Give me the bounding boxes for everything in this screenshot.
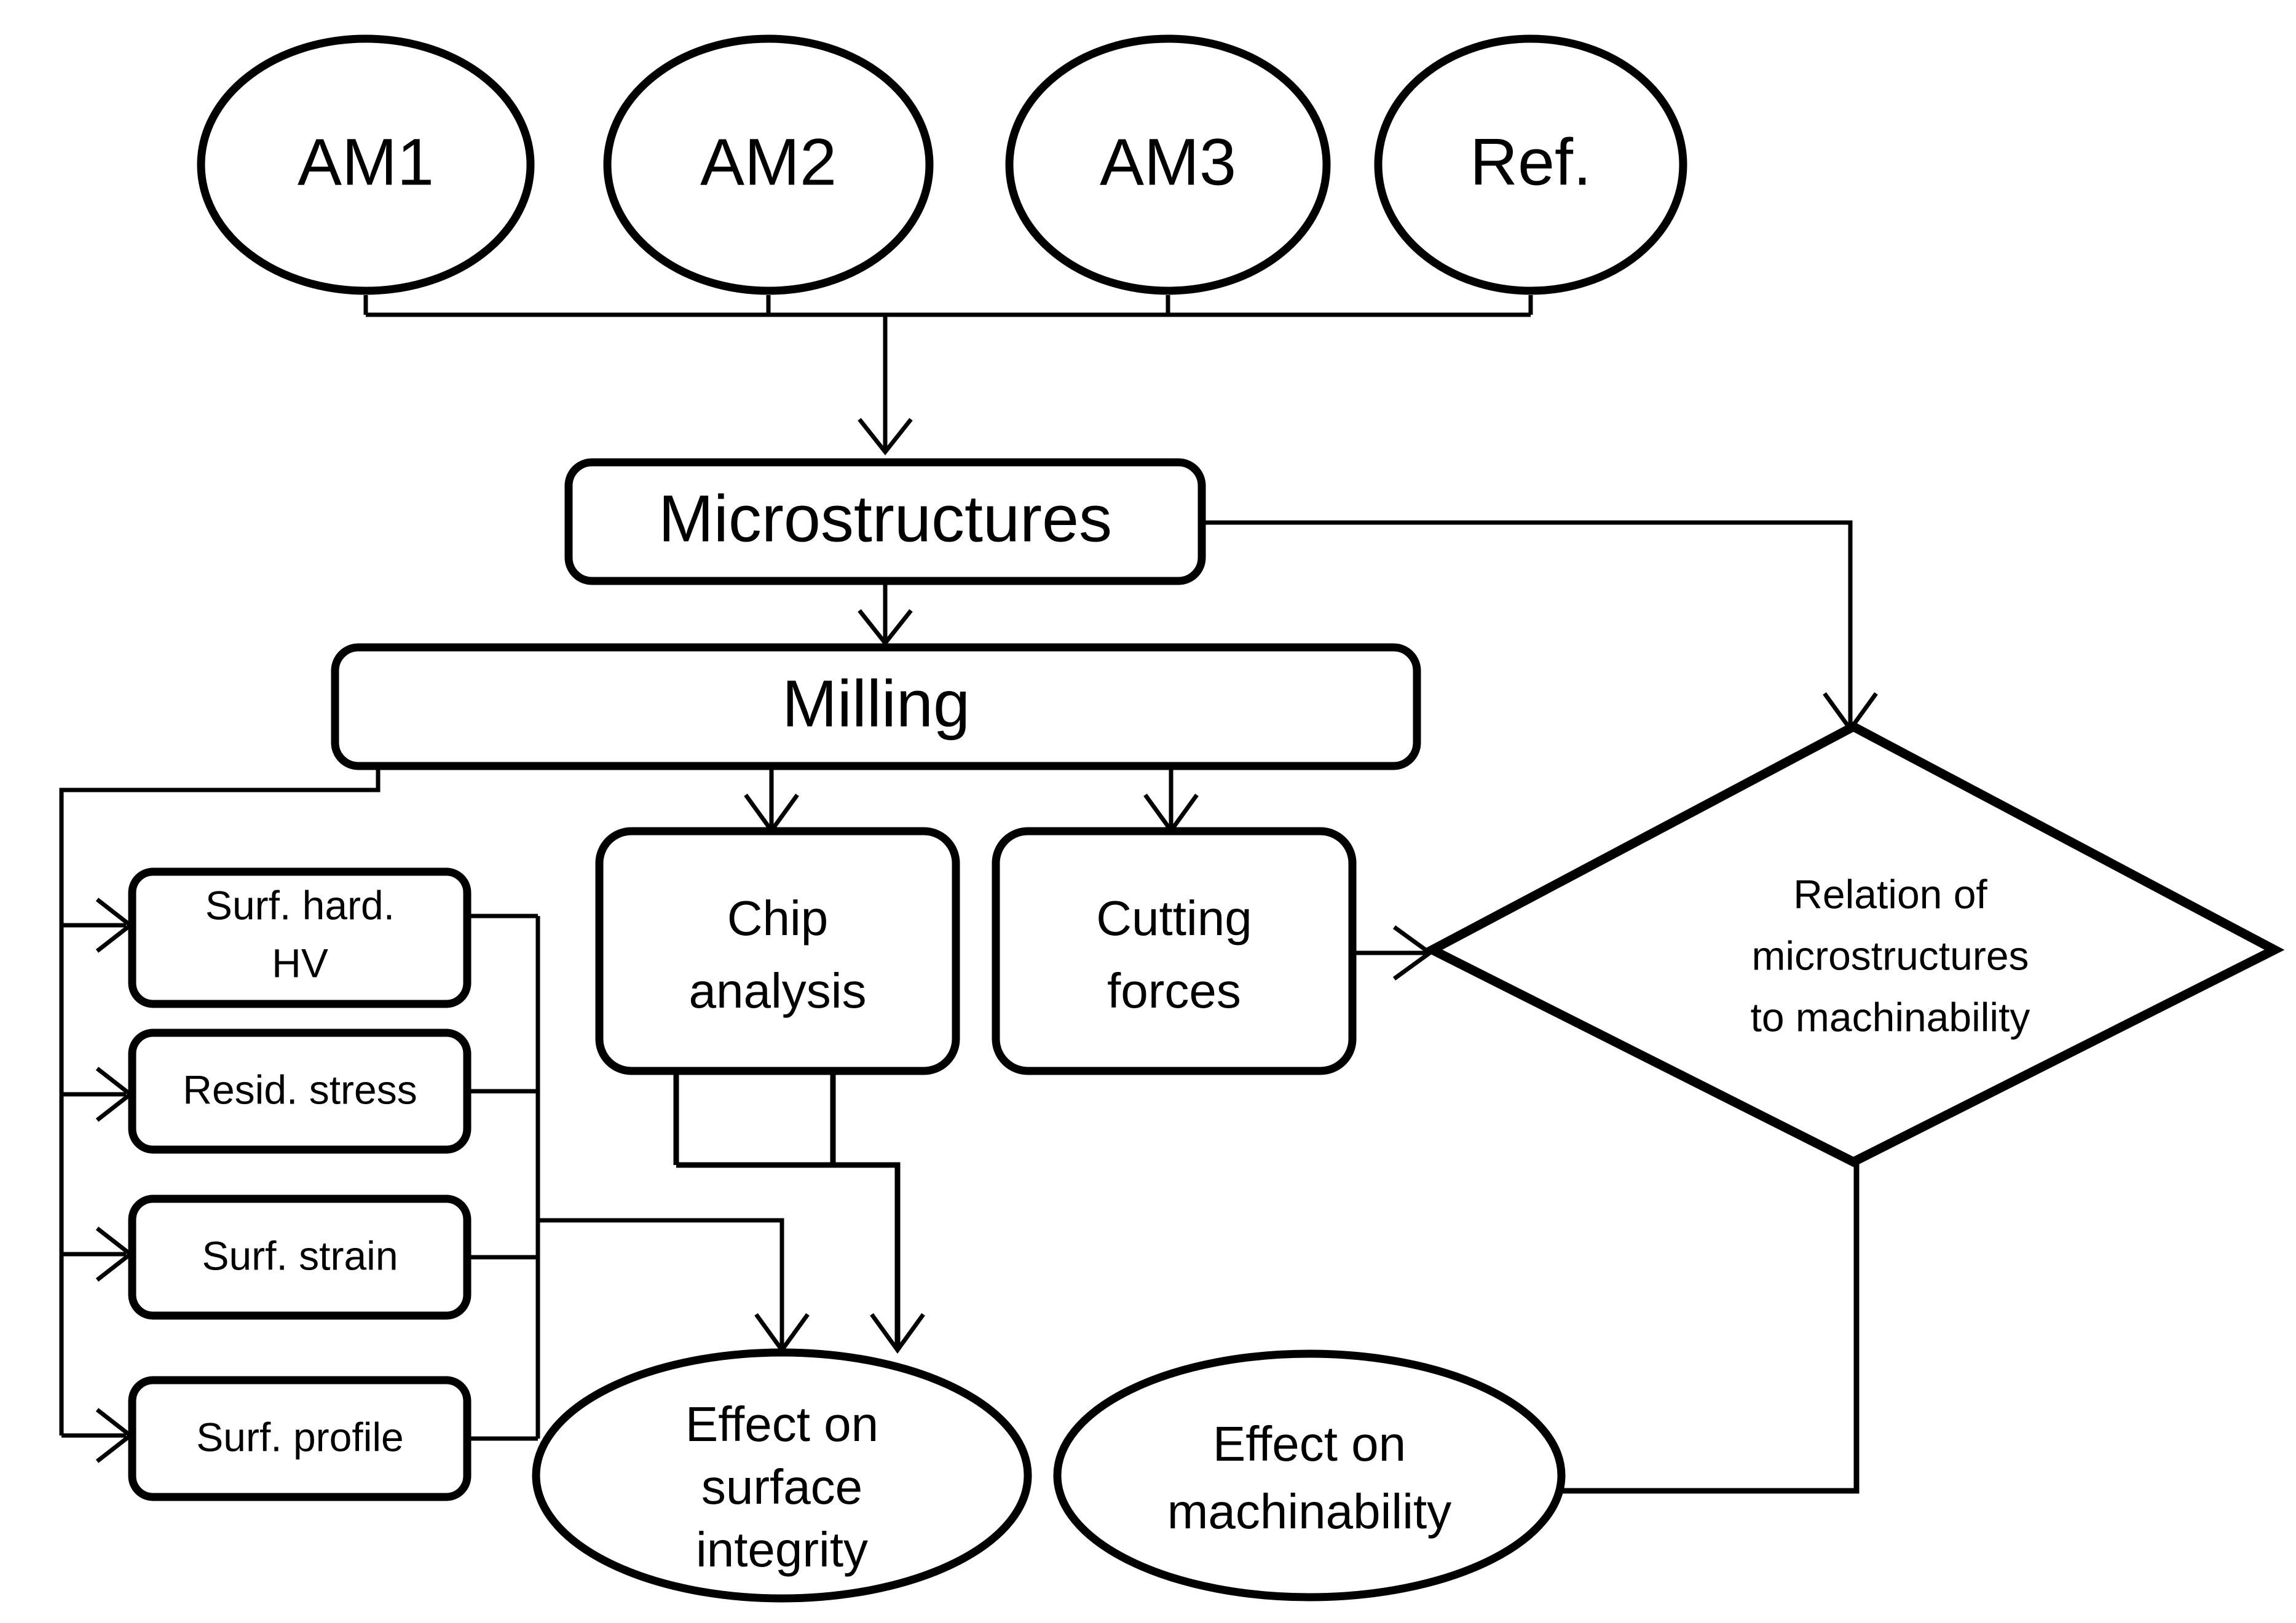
node-surf-strain-label: Surf. strain bbox=[202, 1233, 398, 1278]
node-chip-analysis-label-line1: Chip bbox=[727, 891, 829, 946]
node-resid-stress[interactable]: Resid. stress bbox=[128, 1029, 471, 1154]
node-chip-analysis[interactable]: Chip analysis bbox=[595, 827, 960, 1075]
node-am3-label: AM3 bbox=[1100, 125, 1236, 199]
node-surf-profile-label: Surf. profile bbox=[196, 1414, 403, 1459]
node-cutting-forces[interactable]: Cutting forces bbox=[992, 827, 1357, 1075]
node-effect-surface-integrity-label-line1: Effect on bbox=[685, 1397, 878, 1451]
node-relation-decision[interactable]: Relation of microstructures to machinabi… bbox=[1422, 721, 2285, 1167]
node-microstructures[interactable]: Microstructures bbox=[564, 458, 1206, 585]
node-effect-surface-integrity-label-line3: integrity bbox=[696, 1522, 868, 1577]
node-milling[interactable]: Milling bbox=[331, 643, 1421, 770]
node-chip-analysis-label-line2: analysis bbox=[688, 963, 866, 1018]
node-effect-machinability-label-line2: machinability bbox=[1167, 1484, 1451, 1539]
node-surf-hard[interactable]: Surf. hard. HV bbox=[128, 867, 471, 1008]
node-relation-label-line3: to machinability bbox=[1751, 994, 2030, 1040]
node-effect-surface-integrity[interactable]: Effect on surface integrity bbox=[532, 1348, 1032, 1603]
node-ref-label: Ref. bbox=[1470, 125, 1592, 199]
node-am2[interactable]: AM2 bbox=[603, 34, 934, 295]
node-effect-machinability-label-line1: Effect on bbox=[1213, 1416, 1406, 1471]
node-resid-stress-label: Resid. stress bbox=[183, 1067, 417, 1112]
node-am3[interactable]: AM3 bbox=[1005, 34, 1331, 295]
node-relation-label-line2: microstructures bbox=[1751, 933, 2029, 978]
edge-sources-to-microstructures bbox=[363, 295, 1533, 456]
node-microstructures-label: Microstructures bbox=[658, 481, 1112, 556]
node-am1-label: AM1 bbox=[298, 125, 434, 199]
node-surf-profile[interactable]: Surf. profile bbox=[128, 1376, 471, 1501]
node-surf-hard-label-line1: Surf. hard. bbox=[205, 882, 395, 928]
node-cutting-forces-label-line1: Cutting bbox=[1096, 891, 1252, 946]
node-surf-hard-label-line2: HV bbox=[272, 940, 328, 985]
node-surf-strain[interactable]: Surf. strain bbox=[128, 1195, 471, 1320]
node-milling-label: Milling bbox=[782, 666, 970, 741]
edge-microstructures-to-milling bbox=[858, 581, 913, 647]
node-cutting-forces-label-line2: forces bbox=[1107, 963, 1241, 1018]
node-am2-label: AM2 bbox=[700, 125, 837, 199]
node-relation-label-line1: Relation of bbox=[1793, 871, 1987, 917]
edge-chip-cutting-to-effect-machinability bbox=[673, 1070, 925, 1354]
node-ref[interactable]: Ref. bbox=[1374, 34, 1687, 295]
node-effect-surface-integrity-label-line2: surface bbox=[701, 1459, 862, 1514]
node-effect-machinability[interactable]: Effect on machinability bbox=[1053, 1349, 1566, 1601]
node-am1[interactable]: AM1 bbox=[197, 34, 535, 295]
